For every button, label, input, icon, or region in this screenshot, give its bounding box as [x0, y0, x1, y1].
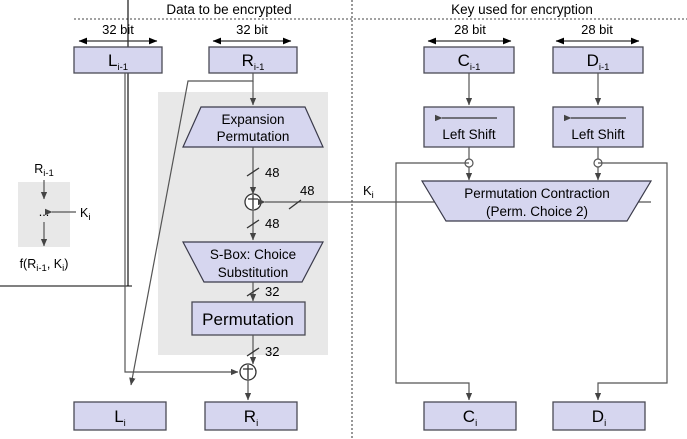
wire-label-48-after-xor: 48	[265, 216, 279, 231]
block-expansion-permutation-line2: Permutation	[217, 129, 290, 144]
block-left-shift-d	[552, 106, 644, 148]
register-l-next	[73, 401, 167, 431]
register-d-next	[552, 401, 646, 431]
register-c-prev-label: Ci-1	[458, 51, 481, 73]
wire-bypass-c-to-cnext	[395, 162, 473, 401]
register-d-prev-label: Di-1	[587, 51, 610, 73]
register-l-next-label: Li	[114, 407, 126, 429]
block-expansion-permutation-line1: Expansion	[221, 112, 284, 127]
block-permutation-contraction-line1: Permutation Contraction	[464, 186, 610, 201]
bitwidth-tick-32-a	[246, 287, 260, 297]
wire-label-32-after-permutation: 32	[265, 344, 279, 359]
register-r-next	[204, 401, 298, 431]
wire-lprev-to-xor	[124, 73, 239, 376]
register-r-prev-label: Ri-1	[242, 51, 265, 73]
block-permutation-contraction	[420, 180, 653, 222]
inset-ellipsis: ...	[39, 205, 49, 219]
inset-output-label: f(Ri-1, Ki)	[20, 257, 69, 274]
block-sbox	[182, 241, 324, 283]
block-permutation-contraction-line2: (Perm. Choice 2)	[486, 204, 588, 219]
register-c-next	[423, 401, 517, 431]
section-title-right: Key used for encryption	[451, 2, 593, 17]
dimension-label-28bit-right: 28 bit	[581, 22, 613, 37]
block-sbox-line1: S-Box: Choice	[210, 247, 296, 262]
xor-gate-upper-plus	[248, 195, 258, 209]
register-d-next-label: Di	[592, 407, 606, 429]
block-left-shift-d-label: Left Shift	[571, 127, 625, 142]
bitwidth-tick-48-a	[246, 167, 260, 177]
register-c-prev	[423, 46, 515, 74]
block-permutation-label: Permutation	[202, 310, 294, 329]
section-title-left: Data to be encrypted	[166, 2, 291, 17]
block-expansion-permutation	[182, 106, 324, 148]
wire-label-48-after-expansion: 48	[265, 165, 279, 180]
dimension-label-32bit-left: 32 bit	[102, 22, 134, 37]
register-c-next-label: Ci	[463, 407, 477, 429]
register-l-prev-label: Li-1	[108, 51, 128, 73]
block-sbox-line2: Substitution	[218, 265, 289, 280]
dimension-label-32bit-right: 32 bit	[236, 22, 268, 37]
wire-label-48-subkey: 48	[300, 183, 314, 198]
register-r-next-label: Ri	[244, 407, 258, 429]
bitwidth-tick-48-c	[246, 219, 260, 229]
wire-label-32-after-sbox: 32	[265, 284, 279, 299]
block-left-shift-c-label: Left Shift	[442, 127, 496, 142]
xor-gate-lower-plus	[243, 365, 253, 379]
bitwidth-tick-32-b	[246, 347, 260, 357]
inset-key-label: Ki	[80, 206, 90, 223]
register-l-prev	[73, 46, 163, 74]
register-r-prev	[208, 46, 298, 74]
inset-input-label: Ri-1	[34, 162, 54, 179]
bitwidth-tick-48-b	[288, 199, 302, 210]
wire-rprev-to-lnext	[129, 73, 254, 386]
dimension-label-28bit-left: 28 bit	[454, 22, 486, 37]
wire-label-subkey-ki: Ki	[363, 183, 374, 201]
wire-bypass-d-to-dnext	[594, 162, 668, 401]
block-left-shift-c	[423, 106, 515, 148]
register-d-prev	[552, 46, 644, 74]
block-permutation	[191, 301, 306, 336]
